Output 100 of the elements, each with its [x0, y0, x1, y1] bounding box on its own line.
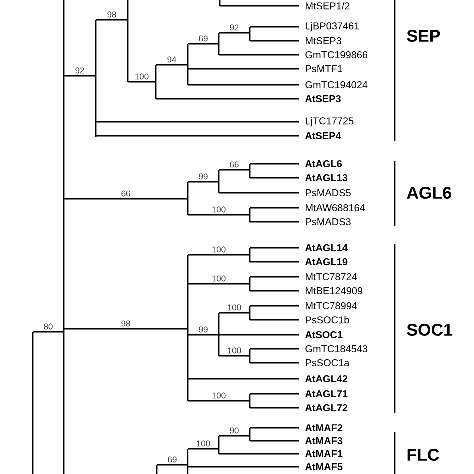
- branch-line: [188, 254, 250, 256]
- bootstrap-value: 98: [120, 320, 132, 328]
- leaf-label: AtMAF5: [305, 464, 343, 470]
- bootstrap-value: 69: [198, 35, 209, 42]
- branch-line: [188, 334, 219, 336]
- bootstrap-value: 100: [211, 246, 227, 254]
- branch-line: [96, 135, 299, 137]
- bootstrap-value: 92: [229, 24, 240, 32]
- branch-line: [188, 448, 219, 450]
- bootstrap-value: 100: [211, 206, 227, 214]
- bootstrap-value: 98: [106, 11, 118, 18]
- leaf-label: LjBP037461: [306, 22, 360, 32]
- leaf-label: PsMTF1: [306, 66, 342, 72]
- leaf-label: AtMAF1: [305, 450, 343, 458]
- leaf-label: GmTC199866: [306, 51, 368, 59]
- branch-line: [156, 64, 188, 66]
- leaf-label: AtMAF2: [305, 424, 343, 432]
- bootstrap-value: 100: [226, 347, 242, 354]
- branch-line: [250, 221, 299, 223]
- branch-line: [250, 276, 299, 278]
- branch-line: [219, 355, 250, 357]
- bootstrap-value: 100: [211, 392, 227, 400]
- bootstrap-value: 80: [43, 323, 54, 330]
- branch-line: [64, 75, 96, 77]
- branch-line: [219, 453, 299, 455]
- leaf-label: MtAW688164: [306, 204, 366, 212]
- branch-line: [250, 319, 299, 321]
- bootstrap-value: 99: [198, 326, 209, 334]
- bootstrap-value: 90: [229, 427, 240, 434]
- branch-line: [96, 19, 128, 21]
- branch-line: [128, 81, 156, 83]
- branch-line: [250, 290, 299, 292]
- branch-line: [250, 247, 299, 249]
- leaf-label: MtSEP3: [306, 37, 342, 45]
- branch-line: [250, 305, 299, 307]
- clade-label: FLC: [408, 448, 440, 462]
- leaf-label: GmTC194024: [306, 81, 368, 89]
- branch-line: [96, 121, 299, 123]
- leaf-label: AtAGL14: [305, 244, 348, 252]
- branch-line: [188, 43, 219, 45]
- leaf-label: MtTC78994: [306, 302, 358, 310]
- branch-line: [219, 435, 250, 437]
- bootstrap-value: 100: [211, 275, 227, 282]
- branch-line: [33, 331, 64, 333]
- branch-line: [250, 261, 299, 263]
- branch-line: [250, 40, 299, 42]
- branch-line: [157, 464, 188, 466]
- branch-line: [188, 466, 299, 468]
- bootstrap-value: 66: [229, 161, 240, 168]
- branch-line: [188, 214, 250, 216]
- leaf-label: AtAGL72: [305, 404, 348, 412]
- branch-line: [250, 177, 299, 179]
- branch-line: [64, 198, 188, 200]
- leaf-label: AtAGL19: [305, 258, 348, 266]
- bootstrap-value: 100: [226, 304, 242, 312]
- leaf-label: MtSEP1/2: [306, 2, 350, 10]
- leaf-label: GmTC184543: [306, 345, 368, 353]
- leaf-label: AtSEP3: [305, 95, 341, 103]
- bootstrap-value: 69: [167, 456, 178, 464]
- branch-line: [219, 32, 250, 34]
- branch-line: [219, 334, 299, 336]
- bootstrap-value: 92: [74, 67, 86, 74]
- branch-line: [188, 378, 299, 380]
- branch-line: [64, 328, 188, 330]
- leaf-label: MtTC78724: [306, 273, 358, 281]
- branch-line: [188, 84, 299, 86]
- leaf-label: PsMADS5: [306, 189, 351, 197]
- bootstrap-value: 100: [134, 73, 150, 80]
- branch-line: [156, 98, 299, 100]
- leaf-label: PsSOC1a: [306, 359, 350, 367]
- bootstrap-value: 100: [196, 440, 212, 448]
- branch-line: [250, 407, 299, 409]
- branch-line: [188, 68, 299, 70]
- leaf-label: AtMAF3: [305, 437, 343, 445]
- branch-line: [250, 348, 299, 350]
- branch-line: [250, 163, 299, 165]
- branch-line: [250, 26, 299, 28]
- leaf-label: AtAGL71: [305, 390, 348, 398]
- leaf-label: LjTC17725: [306, 117, 354, 127]
- branch-line: [219, 192, 299, 194]
- branch-line: [220, 5, 299, 7]
- leaf-label: AtAGL6: [305, 160, 342, 168]
- branch-line: [219, 312, 250, 314]
- leaf-label: AtAGL42: [305, 375, 348, 383]
- branch-line: [188, 181, 219, 183]
- branch-line: [250, 207, 299, 209]
- branch-line: [250, 427, 299, 429]
- branch-line: [188, 283, 250, 285]
- bootstrap-value: 66: [120, 190, 132, 198]
- branch-line: [250, 362, 299, 364]
- branch-line: [219, 54, 299, 56]
- leaf-label: MtBE124909: [306, 287, 363, 295]
- branch-line: [219, 169, 250, 171]
- branch-line: [250, 393, 299, 395]
- clade-label: SEP: [407, 30, 440, 42]
- leaf-label: PsMADS3: [306, 218, 351, 226]
- leaf-label: PsSOC1b: [306, 316, 350, 324]
- clade-label: AGL6: [407, 186, 452, 200]
- clade-label: SOC1: [407, 324, 453, 336]
- branch-line: [188, 400, 250, 402]
